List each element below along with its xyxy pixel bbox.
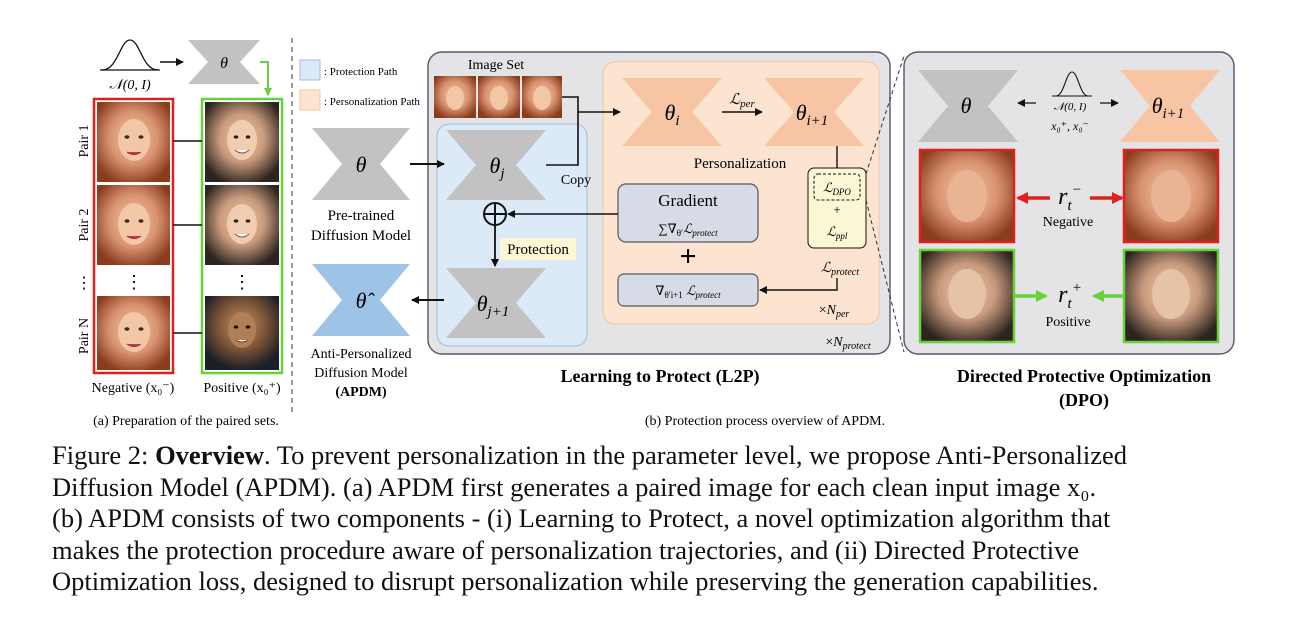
model-theta-i	[622, 78, 722, 146]
pretrained-model	[312, 128, 410, 200]
dpo-title-2: (DPO)	[1059, 390, 1109, 411]
negative-dots: ⋮	[125, 272, 143, 292]
gradient-title: Gradient	[658, 191, 718, 210]
model-theta-i1	[764, 78, 864, 146]
legend-personalization-swatch	[299, 89, 321, 111]
copy-label: Copy	[561, 173, 591, 188]
part-a: 𝒩(0, I) θ ⋮	[76, 39, 284, 429]
image-set-label: Image Set	[468, 58, 524, 73]
dpo-model-theta-label: θ	[961, 93, 972, 118]
apdm-label-1: Anti-Personalized	[310, 347, 411, 362]
dpo-model-theta	[918, 70, 1018, 142]
legend-protection-swatch	[299, 59, 321, 81]
apdm-model	[312, 264, 410, 336]
protection-label: Protection	[507, 242, 569, 258]
l2p-title: Learning to Protect (L2P)	[560, 366, 759, 387]
caption-line-1-rest: . To prevent personalization in the para…	[263, 440, 1128, 470]
caption-line-5: Optimization loss, designed to disrupt p…	[52, 566, 1099, 596]
pair-label-dots: ⋮	[76, 275, 92, 292]
figure-diagram: 𝒩(0, I) θ ⋮	[76, 38, 1235, 429]
loss-plus: +	[833, 202, 840, 217]
dpo-noise-label: 𝒩(0, I)	[1054, 101, 1087, 113]
gradient-next-box	[617, 273, 759, 307]
subcaption-a: (a) Preparation of the paired sets.	[93, 414, 279, 429]
dpo-gaussian-icon	[1055, 71, 1089, 97]
caption-bold: Overview	[155, 440, 264, 470]
model-theta-small	[188, 40, 260, 84]
noise-label: 𝒩(0, I)	[109, 78, 151, 93]
dpo-negative-label: Negative	[1043, 215, 1094, 230]
pair-label-n: Pair N	[77, 318, 92, 354]
pretrained-label-2: Diffusion Model	[311, 228, 411, 244]
plus-sign: +	[679, 240, 696, 273]
dpo-model-theta-i1	[1120, 70, 1220, 142]
positive-dots: ⋮	[233, 272, 251, 292]
positive-face-2	[205, 185, 279, 265]
caption-line-4: makes the protection procedure aware of …	[52, 534, 1080, 565]
positive-face-n	[205, 296, 279, 370]
image-set-thumbnails	[434, 76, 562, 118]
part-c: θ θi+1 𝒩(0, I) x₀⁺, x₀⁻ rt− Negative rt+…	[903, 51, 1235, 411]
negative-face-1	[97, 102, 170, 182]
gradient-box	[617, 183, 759, 243]
positive-label: Positive (x₀⁺)	[203, 381, 281, 396]
figure-caption: Figure 2: Overview. To prevent personali…	[52, 440, 1252, 598]
pair-label-1: Pair 1	[77, 124, 92, 157]
legend-personalization-label: : Personalization Path	[324, 96, 420, 108]
caption-prefix: Figure 2:	[52, 440, 156, 470]
legend: : Protection Path : Personalization Path	[299, 59, 420, 111]
personalization-label: Personalization	[694, 156, 787, 172]
caption-line-3: (b) APDM consists of two components - (i…	[52, 503, 1111, 533]
gaussian-icon	[101, 39, 159, 71]
caption-line-1: Figure 2: Overview. To prevent personali…	[52, 440, 1252, 472]
positive-face-1	[205, 102, 279, 182]
pretrained-label-1: Pre-trained	[328, 208, 395, 224]
dpo-positive-label: Positive	[1045, 315, 1090, 330]
negative-face-n	[97, 296, 170, 370]
legend-protection-label: : Protection Path	[324, 66, 398, 78]
model-theta-j1	[446, 268, 546, 338]
caption-line-2: Diffusion Model (APDM). (a) APDM first g…	[52, 471, 1097, 502]
dpo-pair-label: x₀⁺, x₀⁻	[1050, 119, 1089, 133]
model-theta-small-label: θ	[220, 55, 228, 72]
pair-label-2: Pair 2	[77, 208, 92, 241]
part-b: θ Pre-trained Diffusion Model θ̂ Anti-Pe…	[310, 51, 891, 429]
pretrained-theta: θ	[356, 152, 367, 177]
apdm-label-3: (APDM)	[335, 385, 387, 400]
dpo-title-1: Directed Protective Optimization	[957, 366, 1211, 386]
model-theta-j	[446, 130, 546, 200]
apdm-label-2: Diffusion Model	[314, 366, 408, 381]
negative-face-2	[97, 185, 170, 265]
negative-label: Negative (x₀⁻)	[92, 381, 175, 396]
subcaption-b: (b) Protection process overview of APDM.	[645, 414, 885, 429]
